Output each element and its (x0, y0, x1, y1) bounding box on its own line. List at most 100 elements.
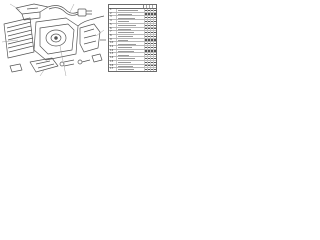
applicability-mark-cell (144, 20, 147, 23)
applicability-dot-icon (151, 35, 153, 37)
applicability-dot-icon (151, 28, 153, 30)
applicability-dot-icon (148, 39, 150, 41)
applicability-dot-icon (148, 69, 150, 71)
part-description-line (118, 10, 138, 12)
bolt-part (59, 59, 91, 67)
part-description-cell (116, 68, 144, 71)
applicability-dot-icon (148, 35, 150, 37)
parts-list-row: 12 (109, 49, 156, 54)
part-description-cell (116, 53, 144, 57)
applicability-dot-icon (154, 31, 156, 34)
part-description-line (118, 50, 135, 52)
applicability-marks (144, 34, 156, 38)
applicability-dot-icon (154, 50, 156, 52)
part-number-label: 2 (110, 11, 112, 15)
applicability-marks (144, 38, 156, 42)
parts-list-row: 2 (109, 11, 156, 17)
applicability-mark-cell (153, 60, 156, 64)
pipe-part (77, 15, 106, 41)
applicability-mark-cell (150, 34, 153, 38)
applicability-dot-icon (154, 9, 156, 11)
applicability-dot-icon (151, 13, 153, 15)
main-housing-part (33, 17, 79, 61)
applicability-mark-cell (147, 60, 150, 64)
part-number-label: 13 (110, 52, 114, 56)
applicability-mark-cell (144, 9, 147, 12)
applicability-marks (144, 46, 156, 49)
applicability-mark-cell (153, 9, 156, 12)
applicability-mark-cell (147, 68, 150, 71)
part-description-line (118, 28, 131, 30)
applicability-dot-icon (151, 61, 153, 63)
applicability-dot-icon (154, 28, 156, 30)
parts-list-row: 1 (109, 8, 156, 13)
applicability-dot-icon (148, 54, 150, 56)
applicability-mark-cell (153, 38, 156, 42)
upper-bracket-part (15, 3, 49, 21)
applicability-mark-cell (150, 42, 153, 46)
applicability-mark-cell (147, 23, 150, 27)
part-description-line (118, 58, 136, 60)
applicability-dot-icon (151, 43, 153, 45)
applicability-mark-cell (147, 42, 150, 46)
applicability-dot-icon (148, 31, 150, 34)
applicability-dot-icon (154, 35, 156, 37)
applicability-mark-cell (150, 68, 153, 71)
part-description-line (118, 54, 130, 56)
applicability-dot-icon (145, 54, 147, 56)
applicability-mark-cell (150, 38, 153, 42)
applicability-mark-cell (150, 57, 153, 60)
applicability-dot-icon (154, 24, 156, 26)
parts-list-row: 14 (109, 57, 156, 61)
applicability-mark-cell (147, 57, 150, 60)
part-description-cell (116, 16, 144, 20)
applicability-marks (144, 23, 156, 27)
applicability-dot-icon (151, 17, 153, 19)
applicability-mark-cell (147, 12, 150, 16)
part-description-line (118, 36, 133, 38)
applicability-dot-icon (154, 13, 156, 15)
applicability-mark-cell (147, 38, 150, 42)
applicability-mark-cell (153, 68, 156, 71)
applicability-mark-cell (144, 53, 147, 57)
parts-list-row: 10 (109, 42, 156, 47)
applicability-dot-icon (145, 31, 147, 34)
applicability-mark-cell (144, 12, 147, 16)
applicability-dot-icon (154, 54, 156, 56)
part-description-line (118, 65, 133, 67)
applicability-dot-icon (151, 31, 153, 34)
applicability-mark-cell (153, 64, 156, 68)
applicability-dot-icon (148, 57, 150, 60)
applicability-marks (144, 49, 156, 53)
applicability-mark-cell (150, 12, 153, 16)
applicability-dot-icon (154, 69, 156, 71)
applicability-dot-icon (151, 57, 153, 60)
part-number-label: 5 (110, 22, 112, 26)
applicability-mark-cell (144, 16, 147, 20)
part-number-label: 17 (110, 67, 114, 71)
part-description-cell (116, 34, 144, 38)
applicability-mark-cell (153, 20, 156, 23)
applicability-mark-cell (144, 49, 147, 53)
parts-list-row: 5 (109, 22, 156, 28)
applicability-mark-cell (153, 53, 156, 57)
parts-list-row: 13 (109, 52, 156, 58)
applicability-mark-cell (150, 27, 153, 31)
applicability-dot-icon (145, 13, 147, 15)
hose-part (47, 5, 79, 16)
applicability-dot-icon (145, 69, 147, 71)
applicability-mark-cell (147, 53, 150, 57)
applicability-dot-icon (145, 57, 147, 60)
applicability-dot-icon (145, 35, 147, 37)
part-description-cell (116, 20, 144, 23)
applicability-dot-icon (151, 24, 153, 26)
applicability-mark-cell (147, 46, 150, 49)
exploded-parts-diagram (1, 3, 106, 77)
applicability-marks (144, 57, 156, 60)
applicability-dot-icon (148, 24, 150, 26)
applicability-dot-icon (154, 17, 156, 19)
applicability-mark-cell (144, 46, 147, 49)
part-description-cell (116, 12, 144, 16)
applicability-dot-icon (151, 9, 153, 11)
